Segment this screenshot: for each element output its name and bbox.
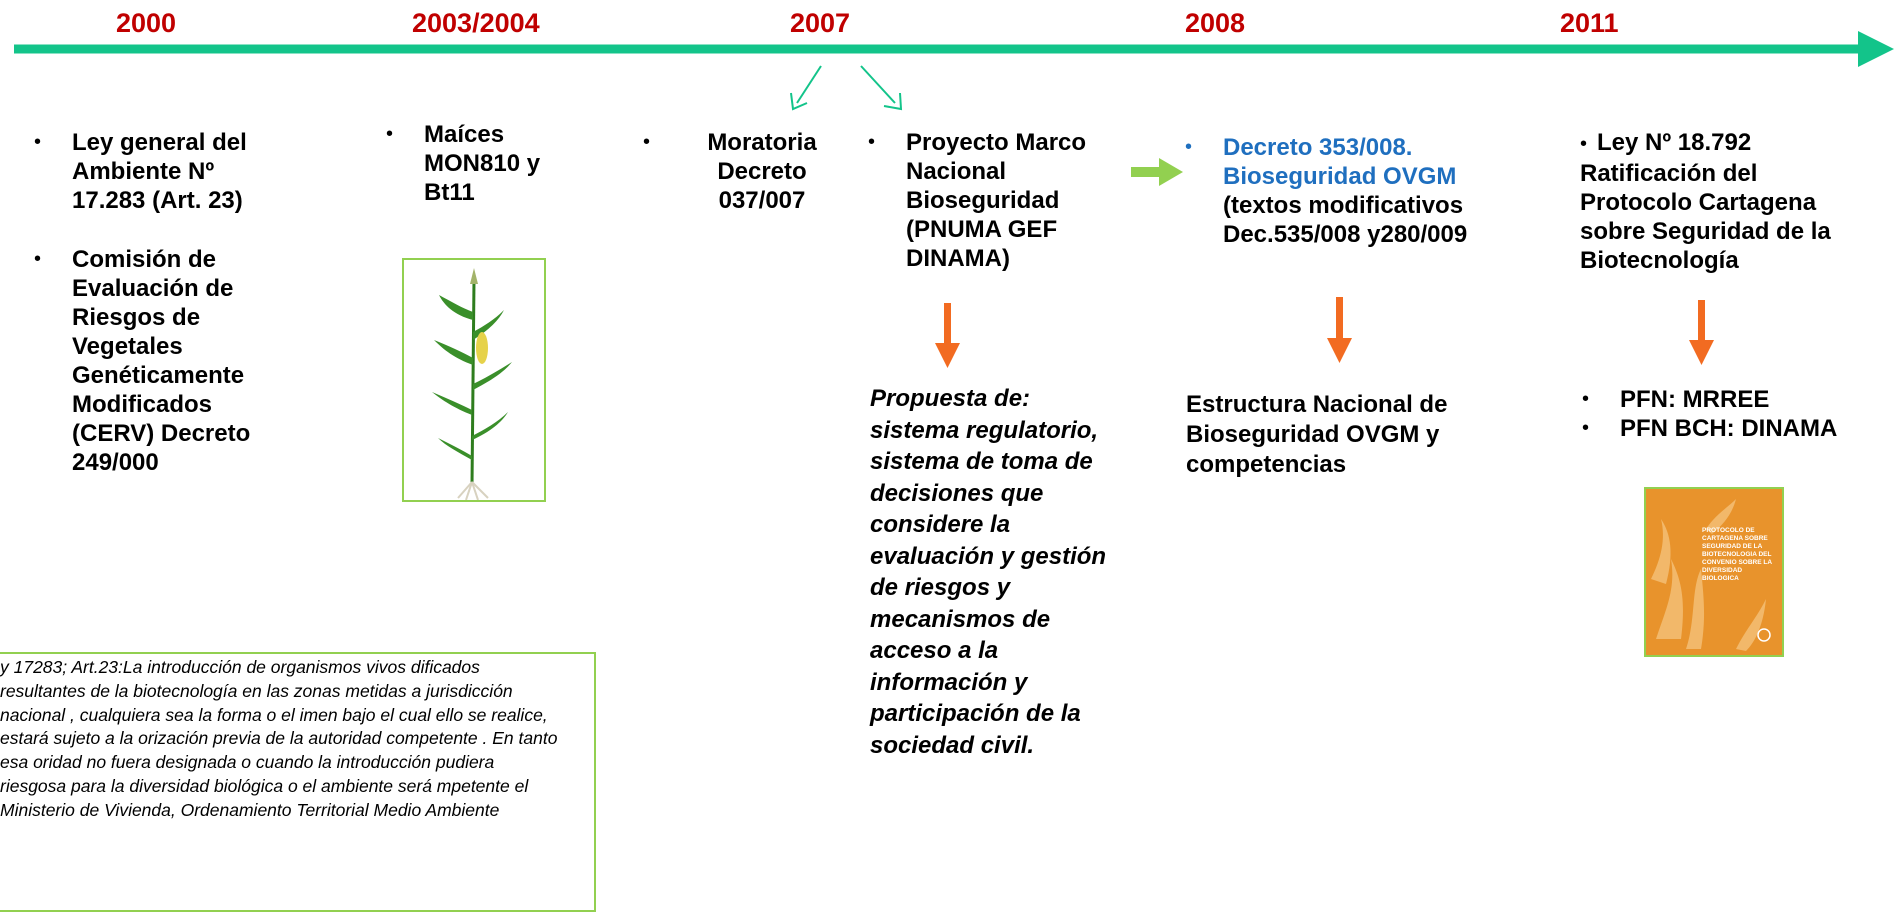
list-item: • Decreto 353/008. Bioseguridad OVGM (te… <box>1185 133 1515 249</box>
list-item: • Ley general del Ambiente Nº 17.283 (Ar… <box>34 129 247 214</box>
col-2007b-result: Propuesta de: sistema regulatorio, siste… <box>870 385 1107 759</box>
col-2011-list: •Ley Nº 18.792 Ratificación del Protocol… <box>1580 128 1870 275</box>
bullet-icon: • <box>34 131 42 153</box>
col-2008-list: • Decreto 353/008. Bioseguridad OVGM (te… <box>1185 133 1515 249</box>
split-arrow-left <box>790 65 822 111</box>
bullet-icon: • <box>1580 133 1588 155</box>
col-2011-results: • PFN: MRREE • PFN BCH: DINAMA <box>1582 385 1882 443</box>
book-foliage-icon <box>1646 489 1782 655</box>
list-item: • Proyecto Marco Nacional Bioseguridad (… <box>868 129 1087 272</box>
bullet-icon: • <box>386 123 394 145</box>
bullet-icon: • <box>34 248 42 270</box>
decree-highlight: Decreto 353/008. Bioseguridad OVGM <box>1223 134 1457 190</box>
corn-plant-icon <box>432 268 512 501</box>
list-item: • Maíces MON810 y Bt11 <box>386 121 541 206</box>
col-2008-result: Estructura Nacional de Bioseguridad OVGM… <box>1186 391 1448 478</box>
bullet-icon: • <box>1582 388 1590 410</box>
split-arrow-right <box>860 65 903 111</box>
down-arrow-2007 <box>935 303 960 368</box>
down-arrow-2008 <box>1327 297 1352 363</box>
col-2000-list: • Ley general del Ambiente Nº 17.283 (Ar… <box>34 128 264 477</box>
bullet-icon: • <box>643 131 651 153</box>
col-2003-list: • Maíces MON810 y Bt11 <box>386 120 586 207</box>
corn-plant-image <box>402 258 546 502</box>
decree-rest: (textos modificativos Dec.535/008 y280/0… <box>1223 192 1468 248</box>
year-label-2003-2004: 2003/2004 <box>412 8 540 38</box>
cartagena-protocol-book-cover: PROTOCOLO DE CARTAGENA SOBRE SEGURIDAD D… <box>1644 487 1784 657</box>
year-label-2011: 2011 <box>1560 8 1619 38</box>
col-2007a-list: • Moratoria Decreto 037/007 <box>643 128 843 215</box>
year-label-2007: 2007 <box>790 8 851 38</box>
list-item: • Moratoria Decreto 037/007 <box>643 129 817 214</box>
bullet-icon: • <box>1582 417 1590 439</box>
col-2007b-list: • Proyecto Marco Nacional Bioseguridad (… <box>868 128 1118 273</box>
bullet-icon: • <box>1185 136 1193 158</box>
timeline-arrowhead <box>1858 31 1894 67</box>
book-cover-title: PROTOCOLO DE CARTAGENA SOBRE SEGURIDAD D… <box>1702 527 1772 582</box>
year-label-2000: 2000 <box>116 8 177 38</box>
year-label-2008: 2008 <box>1185 8 1246 38</box>
law-article-note: y 17283; Art.23:La introducción de organ… <box>0 652 596 912</box>
list-item: • PFN: MRREE <box>1582 386 1770 413</box>
list-item: •Ley Nº 18.792 Ratificación del Protocol… <box>1580 129 1831 274</box>
list-item: • PFN BCH: DINAMA <box>1582 415 1838 442</box>
bullet-icon: • <box>868 131 876 153</box>
list-item: • Comisión de Evaluación de Riesgos de V… <box>34 246 251 476</box>
right-arrow <box>1131 158 1183 186</box>
down-arrow-2011 <box>1689 300 1714 365</box>
